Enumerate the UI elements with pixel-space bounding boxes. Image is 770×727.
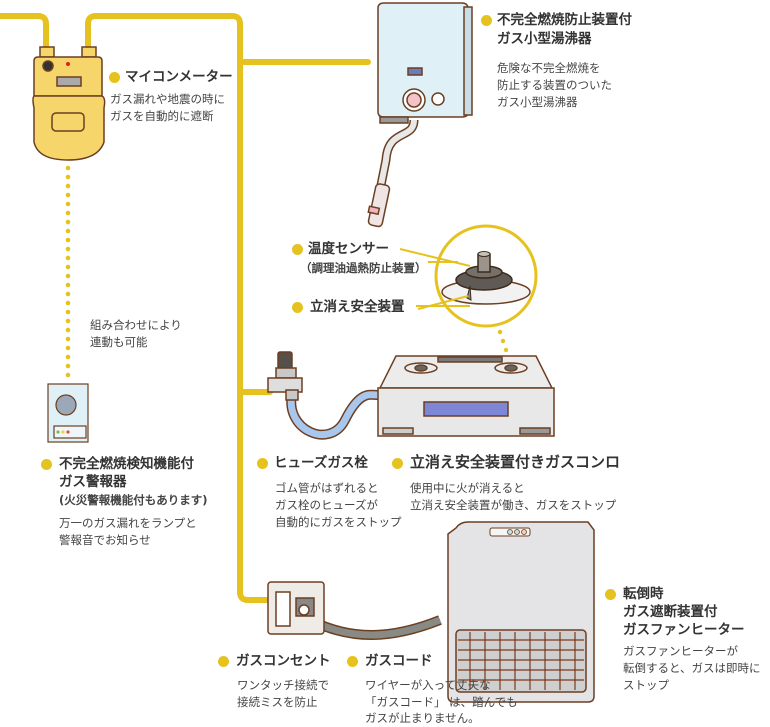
alarm-title-line-2: ガス警報器 (59, 474, 127, 490)
bullet-icon (218, 656, 229, 667)
meter-desc-line-1: ガス漏れや地震の時に (110, 92, 225, 106)
fuse-valve-desc-line-1: ゴム管がはずれると (275, 481, 379, 495)
fan-heater-title-line-3: ガスファンヒーター (623, 622, 745, 638)
fuse-valve-desc-line-2: ガス栓のヒューズが (275, 498, 378, 512)
fan-heater-title-line-1: 転倒時 (623, 586, 664, 602)
stove-desc-line-2: 立消え安全装置が働き、ガスをストップ (410, 498, 617, 512)
fan-heater-icon (447, 521, 595, 703)
water-heater-desc-line-2: 防止する装置のついた (497, 78, 612, 92)
pipe-inlet (0, 13, 49, 51)
alarm-desc-line-1: 万一のガス漏れをランプと (59, 516, 197, 530)
water-heater-title-line-1: 不完全燃焼防止装置付 (497, 12, 632, 28)
link-note-line-1: 組み合わせにより (90, 318, 182, 332)
fan-heater-desc-line-3: ストップ (623, 678, 669, 692)
pipe-outlet (85, 13, 271, 603)
gas-outlet-icon (267, 581, 442, 640)
bullet-icon (347, 656, 358, 667)
cord-desc-line-2: 「ガスコード」 は、踏んでも (365, 695, 518, 709)
outlet-desc-line-1: ワンタッチ接続で (237, 678, 329, 692)
meter-title: マイコンメーター (125, 69, 233, 85)
fan-heater-desc-line-1: ガスファンヒーターが (623, 644, 738, 658)
leader-lines (399, 248, 471, 310)
fuse-gas-valve-icon (267, 351, 379, 440)
bullet-icon (257, 458, 268, 469)
water-heater-desc-line-3: ガス小型湯沸器 (497, 95, 578, 109)
temp-sensor-sub: （調理油過熱防止装置） (300, 261, 427, 275)
stove-title: 立消え安全装置付きガスコンロ (410, 453, 621, 471)
alarm-desc-line-2: 警報音でお知らせ (59, 533, 151, 547)
bullet-icon (481, 15, 492, 26)
bullet-icon (392, 458, 403, 469)
bullet-icon (292, 244, 303, 255)
cord-title: ガスコード (365, 653, 433, 669)
fuse-valve-title: ヒューズガス栓 (274, 455, 368, 471)
bullet-icon (292, 302, 303, 313)
water-heater-title-line-2: ガス小型湯沸器 (497, 31, 592, 47)
meter-desc-line-2: ガスを自動的に遮断 (110, 109, 214, 123)
bullet-icon (109, 72, 120, 83)
alarm-sub: (火災警報機能付もあります) (59, 493, 208, 507)
bullet-icon (41, 459, 52, 470)
fuse-valve-desc-line-3: 自動的にガスをストップ (275, 515, 402, 529)
gas-pipes (0, 13, 371, 603)
dotted-link-line (65, 165, 71, 378)
gas-alarm-icon (47, 383, 89, 443)
temp-sensor-title: 温度センサー (308, 241, 389, 257)
water-heater-desc-line-1: 危険な不完全燃焼を (497, 61, 601, 75)
alarm-title-line-1: 不完全燃焼検知機能付 (59, 456, 194, 472)
gas-stove-icon (377, 355, 555, 437)
bullet-icon (605, 589, 616, 600)
water-heater-icon (367, 2, 473, 228)
cord-desc-line-1: ワイヤーが入って丈夫な (365, 678, 491, 692)
outlet-title: ガスコンセント (236, 653, 331, 669)
fan-heater-desc-line-2: 転倒すると、ガスは即時に (623, 661, 761, 675)
burner-closeup-icon (416, 224, 538, 328)
link-note-line-2: 連動も可能 (90, 335, 148, 349)
outlet-desc-line-2: 接続ミスを防止 (237, 695, 318, 709)
fan-heater-title-line-2: ガス遮断装置付 (623, 604, 718, 620)
cord-desc-line-3: ガスが止まりません。 (365, 711, 480, 725)
flame-failure-safety-title: 立消え安全装置 (310, 299, 405, 315)
gas-meter-icon (32, 46, 106, 161)
stove-desc-line-1: 使用中に火が消えると (410, 481, 525, 495)
